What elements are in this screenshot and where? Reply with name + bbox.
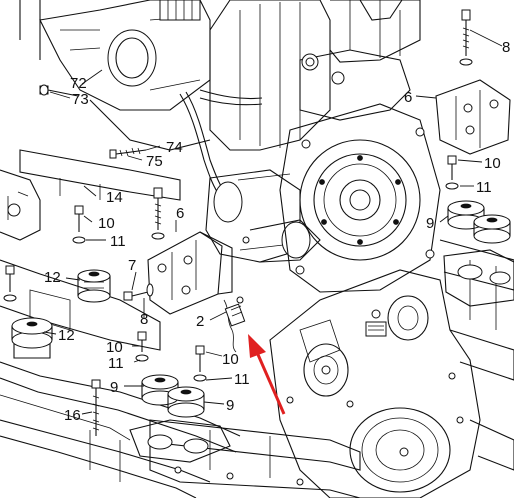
engine-mount-bracket-left	[147, 231, 233, 315]
frame-rail-left	[0, 361, 241, 498]
leader-lines	[43, 29, 503, 415]
engine-mount-bracket-right	[435, 79, 511, 155]
callout-10: 10	[222, 351, 239, 368]
bolt-item-12-left	[3, 265, 17, 302]
callout-11: 11	[110, 233, 126, 250]
bolt-item-10-left	[151, 187, 165, 240]
callout-73: 73	[72, 91, 89, 108]
callout-16: 16	[64, 407, 81, 424]
callout-8: 8	[140, 311, 148, 328]
intake-assembly	[19, 0, 211, 151]
bolt-item-16	[91, 379, 101, 436]
callout-10: 10	[98, 215, 115, 232]
rubber-mount-item-9-lower-b	[167, 386, 205, 418]
left-bracket-upper	[0, 149, 181, 241]
mount-cradle-right	[443, 249, 514, 307]
callout-9: 9	[110, 379, 118, 396]
callout-11: 11	[108, 355, 124, 372]
callout-75: 75	[146, 153, 163, 170]
callout-12: 12	[44, 269, 61, 286]
callout-7: 7	[128, 257, 136, 274]
callout-9: 9	[226, 397, 234, 414]
callout-9: 9	[426, 215, 434, 232]
callout-72: 72	[70, 75, 87, 92]
transmission-housing	[269, 269, 481, 498]
callout-6: 6	[176, 205, 184, 222]
bolt-item-10-lower	[135, 331, 207, 382]
bolt-item-8-top-right	[459, 9, 473, 66]
rubber-mount-item-9-right-b	[473, 214, 511, 244]
callout-12: 12	[58, 327, 75, 344]
callout-11: 11	[476, 179, 492, 196]
callout-labels: 72 73 74 75 14 10 11 6 7 8 12 12 2 10 11…	[44, 39, 510, 424]
left-support-plate	[0, 259, 161, 351]
highlight-arrow	[248, 334, 286, 415]
callout-10: 10	[106, 339, 123, 356]
callout-14: 14	[106, 189, 123, 206]
bolt-item-7	[123, 283, 154, 301]
callout-11: 11	[234, 371, 250, 388]
starter-motor	[205, 169, 321, 263]
sensor-connector-item-2	[223, 296, 246, 353]
bolt-item-10-upper	[72, 205, 86, 244]
rubber-mount-item-12-upper	[77, 269, 111, 303]
callout-8: 8	[502, 39, 510, 56]
callout-74: 74	[166, 139, 183, 156]
callout-6: 6	[404, 89, 412, 106]
rubber-mount-item-12-lower	[11, 317, 53, 359]
bolt-item-75	[109, 147, 147, 159]
hose-line	[179, 89, 263, 197]
rubber-mount-item-9-right-a	[447, 200, 485, 230]
bolt-item-73	[39, 84, 79, 97]
mount-cradle-lower	[129, 419, 231, 463]
callout-2: 2	[196, 313, 204, 330]
callout-10: 10	[484, 155, 501, 172]
engine-block	[209, 0, 421, 151]
bolt-item-10-right	[445, 155, 459, 190]
flywheel-housing	[279, 103, 441, 293]
